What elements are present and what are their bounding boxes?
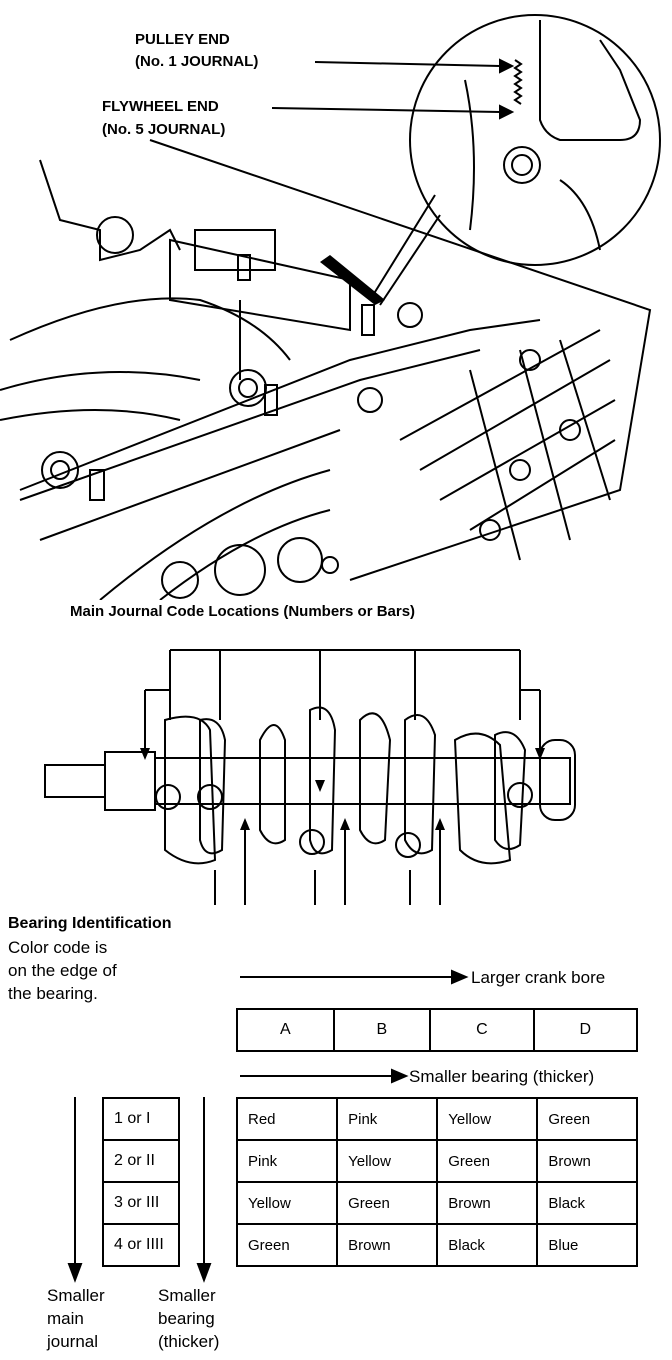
color-cell: Pink (336, 1097, 439, 1141)
bearing-id-line-3: the bearing. (8, 984, 98, 1003)
color-cell: Pink (235, 1139, 339, 1183)
bore-code-c: C (429, 1008, 535, 1052)
pulley-end-label: PULLEY END (135, 31, 230, 48)
smaller-bearing-label: Smaller bearing (thicker) (409, 1067, 595, 1086)
color-cell: Black (536, 1181, 638, 1225)
color-cell: Red (235, 1097, 339, 1141)
color-cell: Blue (536, 1223, 638, 1267)
bearing-id-line-1: Color code is (8, 938, 108, 957)
bearing-id-line-2: on the edge of (8, 961, 117, 980)
color-row: Yellow Green Brown Black (235, 1181, 638, 1225)
journal-code-3: 3 or III (102, 1181, 180, 1225)
bore-code-d: D (532, 1008, 639, 1052)
bore-code-b: B (332, 1008, 432, 1052)
smaller-bearing-3: (thicker) (158, 1332, 220, 1351)
color-cell: Green (336, 1181, 439, 1225)
flywheel-end-label: FLYWHEEL END (102, 98, 219, 115)
flywheel-end-sub-label: (No. 5 JOURNAL) (102, 121, 226, 138)
bearing-id-title: Bearing Identification (8, 915, 172, 932)
color-cell: Yellow (336, 1139, 439, 1183)
color-cell: Green (235, 1223, 339, 1267)
color-cell: Brown (336, 1223, 439, 1267)
pulley-end-sub-label: (No. 1 JOURNAL) (135, 53, 259, 70)
magnifier-circle (409, 14, 661, 266)
bore-code-a: A (236, 1008, 335, 1052)
color-row: Green Brown Black Blue (235, 1223, 638, 1267)
larger-crank-bore-label: Larger crank bore (471, 968, 606, 987)
journal-code-4: 4 or IIII (102, 1223, 180, 1267)
color-row: Red Pink Yellow Green (235, 1097, 638, 1141)
color-cell: Black (436, 1223, 539, 1267)
journal-code-2: 2 or II (102, 1139, 180, 1183)
smaller-main-journal-3: journal (47, 1332, 99, 1351)
crank-caption: Main Journal Code Locations (Numbers or … (70, 603, 416, 620)
journal-code-1: 1 or I (102, 1097, 180, 1141)
color-cell: Brown (536, 1139, 638, 1183)
color-row: Pink Yellow Green Brown (235, 1139, 638, 1183)
bearing-color-table: Red Pink Yellow Green Pink Yellow Green … (235, 1097, 638, 1267)
color-cell: Green (536, 1097, 638, 1141)
smaller-bearing-1: Smaller (158, 1286, 216, 1305)
engine-block-illustration (0, 14, 661, 600)
color-cell: Green (436, 1139, 539, 1183)
bore-code-table: A B C D (236, 1008, 639, 1052)
color-cell: Yellow (436, 1097, 539, 1141)
journal-code-table: 1 or I 2 or II 3 or III 4 or IIII (102, 1097, 180, 1267)
color-cell: Yellow (235, 1181, 339, 1225)
color-cell: Brown (436, 1181, 539, 1225)
smaller-main-journal-2: main (47, 1309, 84, 1328)
smaller-main-journal-1: Smaller (47, 1286, 105, 1305)
smaller-bearing-2: bearing (158, 1309, 215, 1328)
